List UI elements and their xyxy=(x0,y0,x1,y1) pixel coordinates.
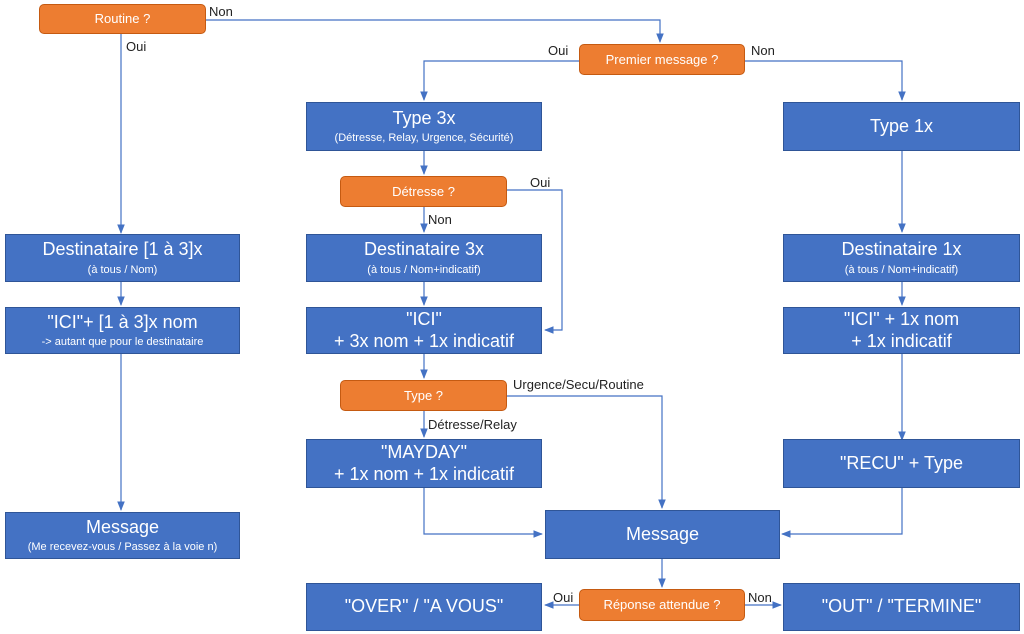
destinataire-1x-title: Destinataire 1x xyxy=(841,239,962,260)
ici-1x-line1: "ICI" + 1x nom xyxy=(843,308,960,329)
label-routine-oui: Oui xyxy=(126,39,147,54)
ici-1-3x-title: "ICI"+ [1 à 3]x nom xyxy=(47,311,198,332)
destinataire-3x-title: Destinataire 3x xyxy=(363,239,485,260)
label-routine-non: Non xyxy=(209,4,233,19)
reponse-attendue-decision-label: Réponse attendue ? xyxy=(603,597,721,613)
ici-1x-line2: + 1x indicatif xyxy=(851,330,952,351)
ici-1-3x-box: "ICI"+ [1 à 3]x nom -> autant que pour l… xyxy=(5,307,240,354)
arrow-mayday-message xyxy=(423,488,543,538)
detresse-decision: Détresse ? xyxy=(340,176,507,207)
message-center-title: Message xyxy=(625,523,700,544)
over-box: "OVER" / "A VOUS" xyxy=(306,583,542,631)
recu-title: "RECU" + Type xyxy=(840,452,963,473)
reponse-attendue-decision: Réponse attendue ? xyxy=(579,589,745,621)
label-reponse-non: Non xyxy=(748,590,772,605)
message-left-title: Message xyxy=(85,516,160,537)
arrow-premier-oui xyxy=(420,60,579,101)
detresse-decision-label: Détresse ? xyxy=(392,183,455,199)
routine-decision-label: Routine ? xyxy=(94,11,151,27)
arrow-detresse-oui xyxy=(507,189,563,334)
out-box: "OUT" / "TERMINE" xyxy=(783,583,1020,631)
type-1x-box: Type 1x xyxy=(783,102,1020,151)
type-3x-box: Type 3x (Détresse, Relay, Urgence, Sécur… xyxy=(306,102,542,151)
type-decision-label: Type ? xyxy=(403,387,444,403)
recu-box: "RECU" + Type xyxy=(783,439,1020,488)
out-title: "OUT" / "TERMINE" xyxy=(821,596,982,617)
label-detresse-oui: Oui xyxy=(530,175,551,190)
arrow-recu-message xyxy=(781,488,903,538)
over-title: "OVER" / "A VOUS" xyxy=(344,596,504,617)
label-premier-non: Non xyxy=(751,43,775,58)
arrow-routine-non xyxy=(206,19,664,43)
arrow-premier-non xyxy=(745,60,906,101)
label-premier-oui: Oui xyxy=(548,43,569,58)
premier-message-decision: Premier message ? xyxy=(579,44,745,75)
type-decision: Type ? xyxy=(340,380,507,411)
premier-message-decision-label: Premier message ? xyxy=(605,51,719,67)
ici-3x-line2: + 3x nom + 1x indicatif xyxy=(333,330,515,351)
message-left-subtitle: (Me recevez-vous / Passez à la voie n) xyxy=(27,541,218,554)
routine-decision: Routine ? xyxy=(39,4,206,34)
mayday-line1: "MAYDAY" xyxy=(380,441,468,462)
destinataire-1x-subtitle: (à tous / Nom+indicatif) xyxy=(844,263,959,276)
destinataire-1-3x-subtitle: (à tous / Nom) xyxy=(87,263,158,276)
message-left-box: Message (Me recevez-vous / Passez à la v… xyxy=(5,512,240,559)
destinataire-3x-subtitle: (à tous / Nom+indicatif) xyxy=(367,263,481,276)
destinataire-1-3x-box: Destinataire [1 à 3]x (à tous / Nom) xyxy=(5,234,240,282)
ici-1x-box: "ICI" + 1x nom + 1x indicatif xyxy=(783,307,1020,354)
type-3x-subtitle: (Détresse, Relay, Urgence, Sécurité) xyxy=(334,132,514,145)
type-3x-title: Type 3x xyxy=(392,107,456,128)
label-type-urgence: Urgence/Secu/Routine xyxy=(513,377,644,392)
arrow-type-urgence xyxy=(507,395,666,509)
ici-3x-line1: "ICI" xyxy=(406,308,442,329)
ici-3x-box: "ICI" + 3x nom + 1x indicatif xyxy=(306,307,542,354)
label-reponse-oui: Oui xyxy=(553,590,574,605)
mayday-line2: + 1x nom + 1x indicatif xyxy=(333,463,515,484)
label-type-detresse: Détresse/Relay xyxy=(428,417,517,432)
mayday-box: "MAYDAY" + 1x nom + 1x indicatif xyxy=(306,439,542,488)
ici-1-3x-subtitle: -> autant que pour le destinataire xyxy=(41,336,204,349)
message-center-box: Message xyxy=(545,510,780,559)
label-detresse-non: Non xyxy=(428,212,452,227)
type-1x-title: Type 1x xyxy=(869,115,934,136)
destinataire-1x-box: Destinataire 1x (à tous / Nom+indicatif) xyxy=(783,234,1020,282)
destinataire-1-3x-title: Destinataire [1 à 3]x xyxy=(42,239,203,260)
destinataire-3x-box: Destinataire 3x (à tous / Nom+indicatif) xyxy=(306,234,542,282)
